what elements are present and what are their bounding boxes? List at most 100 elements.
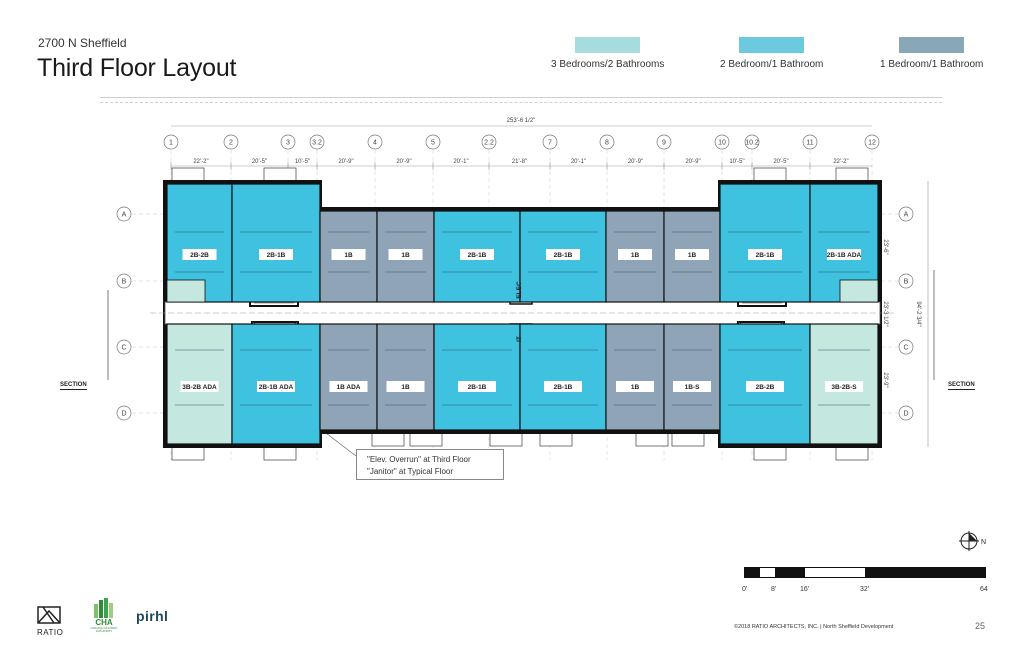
unit-label-box xyxy=(673,381,711,392)
page-number: 25 xyxy=(975,621,986,631)
unit-label: 2B-1B ADA xyxy=(259,384,294,391)
unit-label-box xyxy=(675,249,709,260)
side-dimension-label: 23'-9" xyxy=(882,372,888,387)
balcony xyxy=(263,167,297,183)
unit-block-bottom xyxy=(433,323,521,431)
row-grid-label: A xyxy=(904,212,909,219)
unit-label-box xyxy=(180,381,219,392)
cha-logo-subtext: CHICAGO HOUSING AUTHORITY xyxy=(90,626,118,633)
copyright-text: ©2018 RATIO ARCHITECTS, INC. | North She… xyxy=(734,624,894,630)
header-rule-bottom xyxy=(100,102,942,103)
column-grid-label: 10.2 xyxy=(745,140,759,147)
row-grid-label: D xyxy=(121,411,126,418)
legend-item-3-bedroom: 3 Bedrooms/2 Bathrooms xyxy=(551,37,664,70)
it-room-label: IT xyxy=(516,336,523,342)
cha-logo-text: CHA xyxy=(95,618,113,627)
unit-label-box xyxy=(386,381,425,392)
balcony xyxy=(539,431,573,447)
row-grid-label: D xyxy=(903,411,908,418)
unit-label-box xyxy=(618,249,652,260)
column-grid-bubble xyxy=(163,134,179,150)
scale-segment xyxy=(805,568,865,577)
scale-label-16: 16' xyxy=(800,586,810,593)
scale-label-0: 0' xyxy=(742,586,748,593)
column-grid-label: 8 xyxy=(605,140,609,147)
column-grid-bubble xyxy=(280,134,296,150)
column-grid-label: 3 xyxy=(286,140,290,147)
ratio-logo-icon xyxy=(37,606,61,624)
bay-dimension-label: 20'-9" xyxy=(338,159,353,165)
bay-dimension-label: 20'-9" xyxy=(628,159,643,165)
legend-item-2-bedroom: 2 Bedroom/1 Bathroom xyxy=(720,37,823,70)
bay-dimension-label: 10'-5" xyxy=(295,159,310,165)
bay-dimension-label: 20'-5" xyxy=(773,159,788,165)
unit-label-box xyxy=(329,381,368,392)
column-grid-bubble xyxy=(714,134,730,150)
balcony xyxy=(371,431,405,447)
unit-label: 1B ADA xyxy=(337,384,361,391)
unit-label: 1B xyxy=(401,252,410,259)
unit-block-top xyxy=(719,183,811,303)
column-grid-label: 9 xyxy=(662,140,666,147)
cha-logo: CHA CHICAGO HOUSING AUTHORITY xyxy=(88,598,120,640)
unit-label: 2B-1B xyxy=(554,384,573,391)
row-grid-label: B xyxy=(904,279,909,286)
unit-label: 2B-1B xyxy=(554,252,573,259)
balcony xyxy=(409,431,443,447)
column-grid-bubble xyxy=(367,134,383,150)
balcony xyxy=(263,445,297,461)
unit-block-bottom xyxy=(663,323,721,431)
legend-label-1-bedroom: 1 Bedroom/1 Bathroom xyxy=(880,59,984,70)
row-grid-label: C xyxy=(121,345,126,352)
scale-bar xyxy=(744,567,986,578)
bay-dimension-label: 20'-9" xyxy=(396,159,411,165)
bay-dimension-label: 22'-2" xyxy=(833,159,848,165)
column-grid-bubble xyxy=(481,134,497,150)
bay-dimension-label: 20'-5" xyxy=(252,159,267,165)
column-grid-label: 5 xyxy=(431,140,435,147)
header-rule-top xyxy=(100,97,942,98)
unit-label-box xyxy=(827,249,861,260)
unit-block-top xyxy=(231,183,321,303)
balcony xyxy=(753,445,787,461)
legend-label-3-bedroom: 3 Bedrooms/2 Bathrooms xyxy=(551,59,665,70)
row-grid-bubble xyxy=(116,273,132,289)
section-marker-left: SECTION xyxy=(60,382,87,390)
unit-block-bottom xyxy=(519,323,607,431)
unit-label: 2B-1B xyxy=(468,384,487,391)
page-title: Third Floor Layout xyxy=(37,54,237,82)
section-marker-right: SECTION xyxy=(948,382,975,390)
unit-block-bottom xyxy=(605,323,665,431)
unit-block-bottom xyxy=(376,323,435,431)
scale-segment xyxy=(775,568,805,577)
cha-logo-icon xyxy=(94,598,113,618)
row-grid-bubble xyxy=(898,273,914,289)
unit-label: 1B xyxy=(688,252,697,259)
callout-line-2: "Janitor" at Typical Floor xyxy=(367,467,454,476)
column-grid-bubble xyxy=(802,134,818,150)
unit-label: 1B xyxy=(631,384,640,391)
balcony xyxy=(171,445,205,461)
elec-room-label: ELEC xyxy=(516,281,523,299)
balcony xyxy=(753,167,787,183)
column-grid-bubble xyxy=(864,134,880,150)
row-grid-label: B xyxy=(122,279,127,286)
callout-leader xyxy=(321,429,357,457)
unit-label-box xyxy=(825,381,863,392)
column-grid-label: 1 xyxy=(169,140,173,147)
side-dimension-label: 94'-2 3/4" xyxy=(915,301,921,326)
unit-label: 2B-2B xyxy=(190,252,209,259)
row-grid-bubble xyxy=(116,206,132,222)
dimension-lines: 253'-6 1/2"22'-2"20'-5"10'-5"20'-9"20'-9… xyxy=(107,118,935,457)
bay-dimension-label: 10'-5" xyxy=(729,159,744,165)
unit-label-box xyxy=(746,381,784,392)
balcony xyxy=(635,431,669,447)
row-grid-bubble xyxy=(116,405,132,421)
column-grid-bubble xyxy=(309,134,325,150)
scale-label-8: 8' xyxy=(771,586,777,593)
unit-label: 2B-1B xyxy=(468,252,487,259)
scale-segment xyxy=(745,568,760,577)
callout-line-1: "Elev. Overrun" at Third Floor xyxy=(367,455,471,464)
